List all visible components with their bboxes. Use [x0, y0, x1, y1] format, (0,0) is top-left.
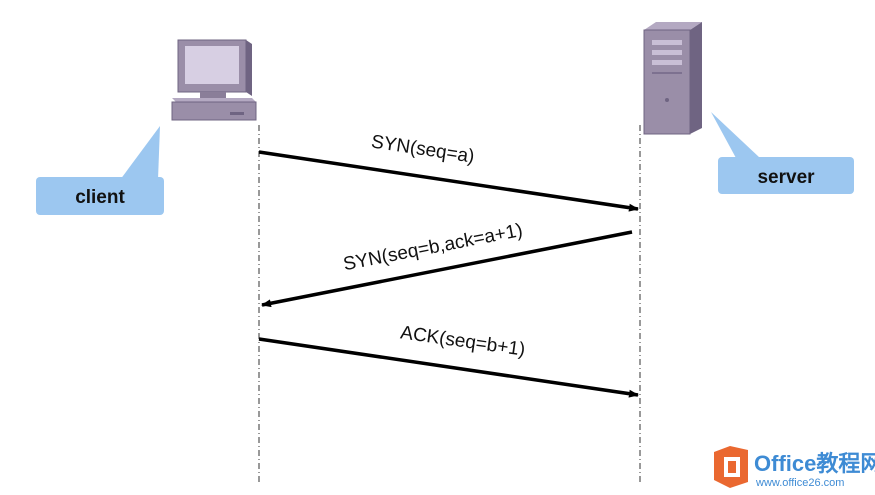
watermark-main-text: Office教程网	[754, 451, 875, 476]
client-label: client	[75, 187, 125, 208]
office-watermark: Office教程网 www.office26.com	[714, 446, 875, 489]
message-arrow-3	[258, 337, 639, 398]
message-label-2: SYN(seq=b,ack=a+1)	[342, 220, 525, 275]
server-label: server	[757, 167, 815, 188]
message-label-3: ACK(seq=b+1)	[399, 322, 526, 360]
message-arrow-1	[258, 150, 639, 212]
server-callout: server	[711, 112, 854, 194]
watermark-sub-text: www.office26.com	[755, 477, 844, 489]
message-label-1: SYN(seq=a)	[370, 131, 476, 167]
client-computer-icon	[171, 39, 257, 121]
office-logo-icon	[714, 446, 748, 488]
message-arrow-2	[261, 230, 633, 308]
client-callout: client	[36, 126, 164, 215]
server-tower-icon	[643, 22, 702, 135]
